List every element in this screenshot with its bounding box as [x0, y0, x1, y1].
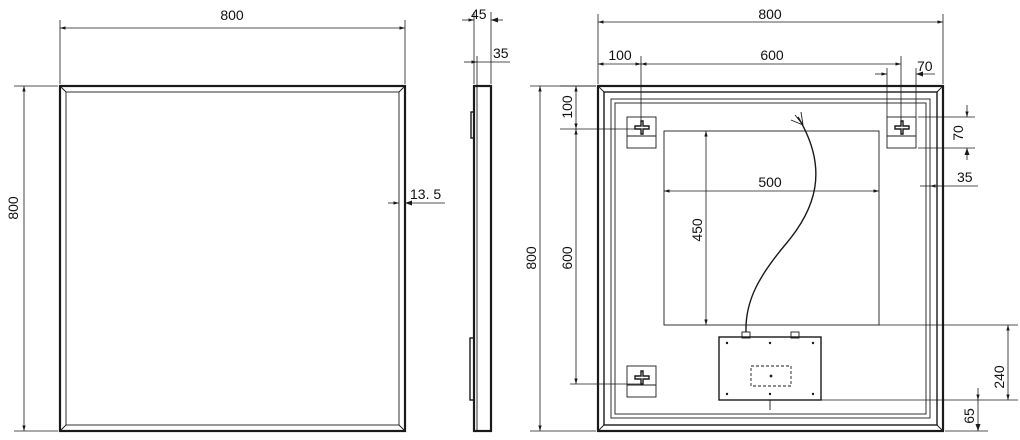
front-frame-label: 13. 5	[410, 186, 441, 202]
back-hanger-offset-label: 100	[608, 47, 632, 63]
front-width-dimension: 800	[59, 7, 406, 84]
side-inner-dimension: 35	[464, 45, 510, 86]
back-mirror-inner-1	[603, 91, 938, 426]
side-driver-bracket	[469, 337, 475, 401]
front-width-label: 800	[220, 7, 244, 23]
back-width-label: 800	[758, 6, 782, 22]
back-frame-depth-dimension: 35	[920, 169, 978, 188]
back-hanger-spacing-label: 600	[760, 47, 784, 63]
back-hanger-width-label: 70	[917, 58, 933, 74]
front-height-dimension: 800	[5, 85, 58, 432]
side-profile	[472, 84, 493, 433]
back-mirror-inner-2	[610, 98, 931, 419]
back-hanger-height-label: 70	[950, 125, 966, 141]
back-top-offset-label: 100	[559, 95, 575, 119]
back-panel	[663, 130, 880, 326]
back-panel-height-label: 450	[689, 218, 705, 242]
back-frame-depth-label: 35	[957, 169, 973, 185]
back-mirror-outer	[596, 84, 945, 433]
back-hanger-spacing-dimension: 100 600	[598, 47, 902, 121]
back-bottom-offset-dimension: 65	[945, 388, 988, 432]
side-depth-label: 45	[471, 6, 487, 22]
back-bottom-offset-label: 65	[961, 408, 977, 424]
back-hanger-height-dimension: 70	[918, 105, 975, 160]
back-hanger-width-dimension: 70	[875, 58, 935, 117]
front-height-label: 800	[5, 196, 21, 220]
back-led-strip	[614, 102, 927, 415]
back-view: 800 100 600 70 70	[523, 6, 1018, 433]
back-panel-width-dimension: 500	[664, 174, 879, 193]
power-cable	[745, 116, 817, 333]
side-depth-dimension: 45	[462, 6, 503, 84]
back-panel-width-label: 500	[758, 174, 782, 190]
back-height-dimension: 800	[523, 85, 596, 432]
front-mirror-outer	[58, 84, 407, 433]
front-view: 800 800 13. 5	[5, 7, 445, 433]
back-driver-box-label: 240	[991, 365, 1007, 389]
front-frame-dimension: 13. 5	[388, 186, 445, 206]
side-inner-depth-label: 35	[493, 45, 509, 61]
front-mirror-inner	[65, 91, 400, 426]
back-width-dimension: 800	[597, 6, 944, 84]
back-driver-dimension: 240	[821, 324, 1018, 401]
back-height-label: 800	[523, 246, 539, 270]
hanger-top-left	[626, 116, 657, 149]
back-vertical-spacing-dimension: 600	[559, 129, 641, 385]
back-vertical-spacing-label: 600	[559, 246, 575, 270]
back-panel-height-dimension: 450	[689, 131, 708, 325]
side-hanger-top	[470, 111, 475, 139]
side-view: 45 35	[462, 6, 510, 433]
hanger-bottom-left	[626, 365, 657, 398]
driver-box	[718, 331, 822, 410]
hanger-top-right	[886, 116, 917, 149]
